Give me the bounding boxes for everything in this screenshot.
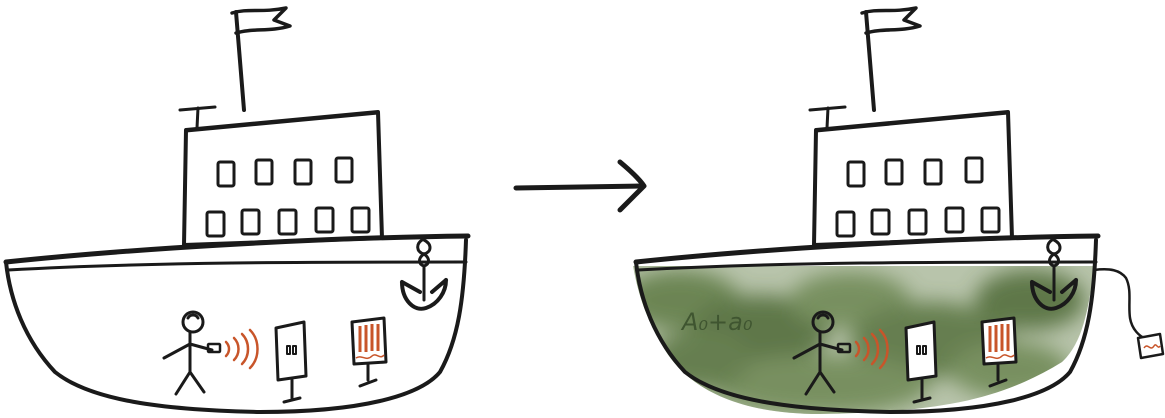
hull-label: A₀+a₀ <box>680 308 753 336</box>
arrow-right-icon <box>516 162 644 210</box>
ship-after: A₀+a₀ <box>620 8 1163 418</box>
ship-before <box>6 8 468 412</box>
external-sensor <box>1094 269 1163 358</box>
